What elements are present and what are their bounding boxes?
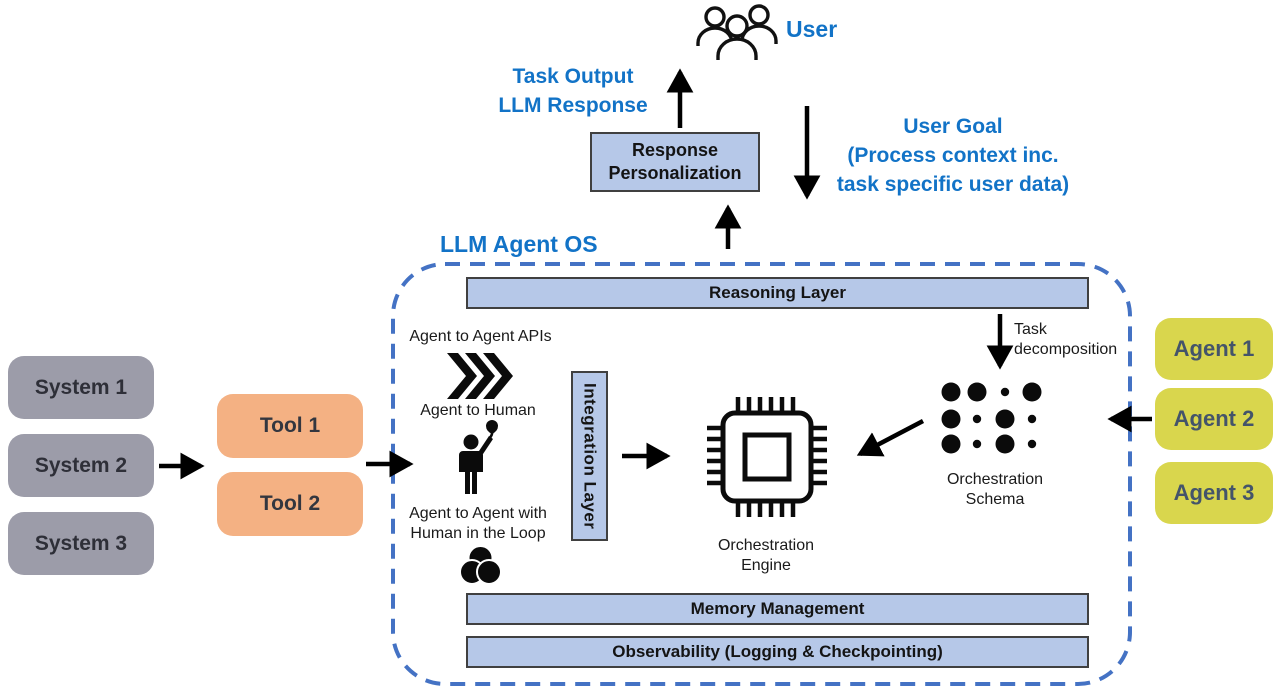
- task-decomposition-annotation: Task decomposition: [1014, 321, 1118, 358]
- agent-to-human-person-icon: [459, 420, 498, 494]
- reasoning-layer-bar: Reasoning Layer: [466, 277, 1089, 309]
- orchestration-schema-dots-icon: [941, 382, 1042, 454]
- user-label: User: [786, 16, 838, 42]
- os-title: LLM Agent OS: [440, 231, 598, 257]
- tool-1-node: Tool 1: [217, 394, 363, 458]
- task-output-annotation: Task Output LLM Response: [498, 65, 648, 117]
- agent-1-label: Agent 1: [1173, 336, 1255, 361]
- tool-2-label: Tool 2: [259, 492, 321, 515]
- orchestration-engine-label: Orchestration Engine: [717, 537, 815, 574]
- system-3-node: System 3: [8, 512, 154, 575]
- agent-3-node: Agent 3: [1155, 462, 1273, 524]
- agent-to-agent-chevrons-icon: [447, 353, 513, 399]
- agent-1-node: Agent 1: [1155, 318, 1273, 380]
- tool-2-node: Tool 2: [217, 472, 363, 536]
- observability-bar: Observability (Logging & Checkpointing): [466, 636, 1089, 668]
- system-3-label: System 3: [34, 531, 128, 555]
- system-2-node: System 2: [8, 434, 154, 497]
- agent-3-label: Agent 3: [1173, 480, 1255, 505]
- human-in-loop-venn-icon: [459, 545, 502, 585]
- system-2-label: System 2: [34, 453, 128, 477]
- agent-to-agent-label: Agent to Agent APIs: [409, 328, 552, 345]
- user-group-icon: [696, 4, 778, 60]
- orchestration-engine-chip-icon: [707, 397, 827, 517]
- system-1-label: System 1: [34, 375, 128, 399]
- orchestration-schema-label: Orchestration Schema: [946, 471, 1044, 508]
- agent-2-node: Agent 2: [1155, 388, 1273, 450]
- memory-management-bar: Memory Management: [466, 593, 1089, 625]
- user-goal-annotation: User Goal (Process context inc. task spe…: [836, 115, 1070, 196]
- response-personalization-box: Response Personalization: [590, 132, 760, 192]
- system-1-node: System 1: [8, 356, 154, 419]
- tool-1-label: Tool 1: [259, 414, 321, 437]
- agent-to-agent-hitl-label: Agent to Agent with Human in the Loop: [409, 505, 547, 542]
- integration-layer-bar: Integration Layer: [571, 371, 608, 541]
- agent-to-human-label: Agent to Human: [420, 402, 536, 419]
- agent-2-label: Agent 2: [1173, 406, 1255, 431]
